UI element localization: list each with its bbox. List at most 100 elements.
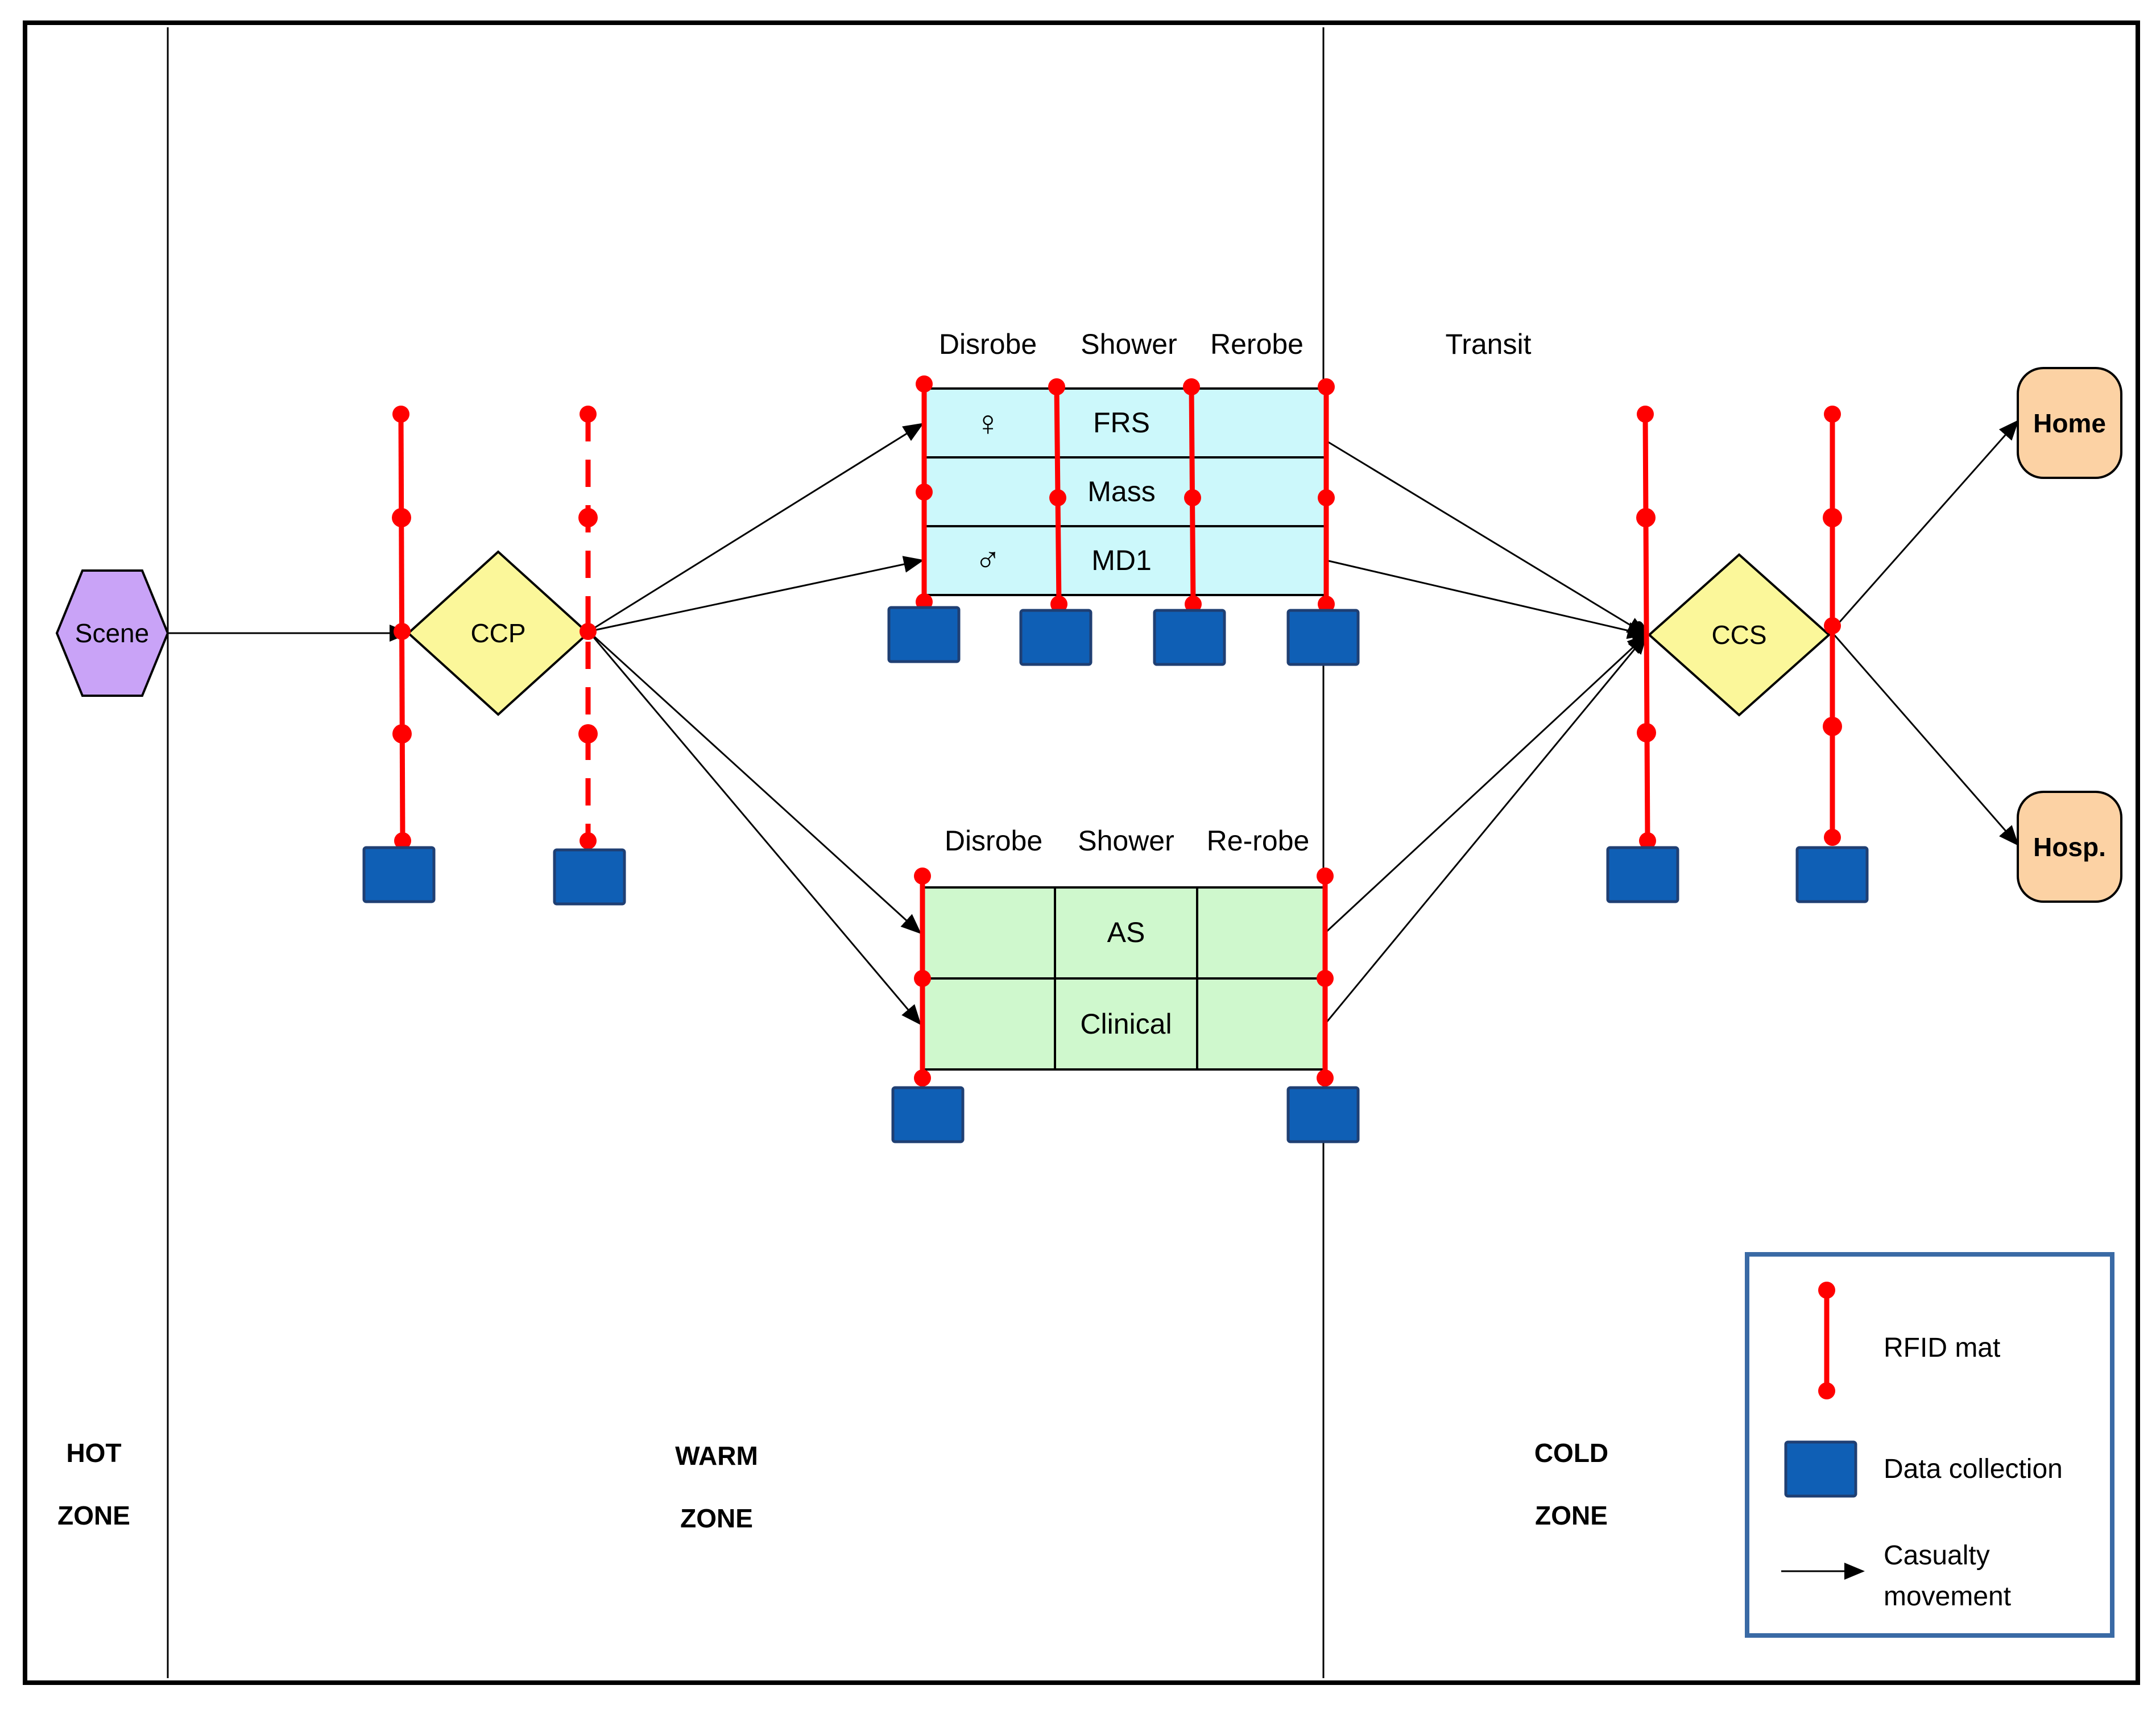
rfid-node: [916, 484, 933, 501]
upper-col-disrobe: Disrobe: [939, 328, 1037, 360]
row-as: AS: [1107, 916, 1145, 948]
arrow-convergence-dot: [1632, 621, 1646, 649]
rfid-node: [1185, 596, 1202, 613]
rfid-node: [1636, 508, 1656, 527]
rfid-node: [394, 623, 411, 640]
legend-data-collection-symbol: [1784, 1440, 1857, 1498]
scene-label: Scene: [75, 618, 149, 648]
upper-col-shower: Shower: [1081, 328, 1177, 360]
female-symbol: ♀: [975, 404, 1002, 443]
rfid-node: [1637, 723, 1656, 742]
rfid-node: [580, 406, 597, 423]
rfid-node: [1824, 829, 1841, 846]
ccp-label: CCP: [470, 618, 525, 648]
arrow-ccs-to-home: [1830, 419, 2019, 632]
rfid-node: [1048, 378, 1065, 395]
legend-casualty-movement-label-line1: Casualty: [1884, 1540, 1990, 1571]
rfid-node: [1824, 617, 1841, 634]
lower-col-shower: Shower: [1078, 825, 1174, 857]
data-collection-box: [362, 846, 436, 903]
rfid-node: [914, 1069, 931, 1087]
male-symbol: ♂: [975, 540, 1002, 580]
legend-rfid-mat-label: RFID mat: [1884, 1333, 2000, 1363]
data-collection-points: [362, 606, 1869, 1143]
data-collection-box: [1795, 846, 1869, 903]
rfid-node: [392, 406, 409, 423]
rfid-node: [392, 508, 411, 527]
home-label: Home: [2033, 408, 2106, 438]
rfid-node: [1824, 406, 1841, 423]
arrow-ccp-to-md1: [588, 556, 924, 633]
rfid-node: [1318, 596, 1335, 613]
hosp-node: [2017, 791, 2122, 903]
rfid-node: [578, 724, 598, 744]
row-clinical: Clinical: [1080, 1008, 1172, 1040]
legend-rfid-node: [1818, 1282, 1835, 1299]
row-frs: FRS: [1093, 407, 1150, 439]
rfid-node: [1184, 489, 1201, 506]
casualty-movement-arrows: [168, 419, 2019, 1026]
scene-hexagon: [55, 569, 169, 697]
warm-zone-label-line1: WARM: [675, 1441, 758, 1471]
data-collection-box: [887, 606, 961, 663]
rfid-node: [1183, 378, 1200, 395]
arrow-clinical-to-ccs: [1324, 633, 1648, 1025]
warm-zone-label-line2: ZONE: [680, 1504, 753, 1533]
data-collection-box: [1153, 609, 1226, 666]
upper-unit-box: [923, 387, 1327, 596]
arrow-as-to-ccs: [1324, 633, 1648, 934]
arrow-md1-to-ccs: [1326, 559, 1648, 639]
ccs-diamond: [1647, 553, 1831, 717]
data-collection-box: [891, 1086, 965, 1143]
rfid-node: [1049, 489, 1066, 506]
arrow-ccp-to-clinical: [587, 631, 921, 1026]
arrow-ccs-to-hosp: [1830, 631, 2019, 846]
row-md1: MD1: [1091, 544, 1152, 576]
hot-zone-label-line1: HOT: [66, 1438, 121, 1468]
hosp-label: Hosp.: [2033, 832, 2106, 862]
data-collection-box: [553, 848, 626, 906]
rfid-node: [1637, 406, 1654, 423]
rfid-node: [392, 724, 412, 744]
rfid-node: [1639, 832, 1656, 849]
data-collection-box: [1286, 1086, 1360, 1143]
rfid-node: [394, 832, 411, 849]
lower-col-rerobe: Re-robe: [1207, 825, 1310, 857]
rfid-node: [1318, 489, 1335, 506]
home-node: [2017, 367, 2122, 479]
rfid-mat-nodes: [392, 375, 1842, 1087]
rfid-node: [914, 970, 931, 987]
row-mass: Mass: [1087, 476, 1155, 507]
arrow-ccp-to-frs: [588, 423, 924, 633]
cold-zone-label-line2: ZONE: [1535, 1501, 1608, 1530]
legend-data-collection-label: Data collection: [1884, 1454, 2063, 1484]
rfid-node: [1050, 596, 1067, 613]
lower-col-disrobe: Disrobe: [945, 825, 1042, 857]
upper-col-rerobe: Rerobe: [1210, 328, 1303, 360]
data-collection-box: [1019, 609, 1093, 666]
legend-casualty-movement-label-line2: movement: [1884, 1581, 2011, 1612]
rfid-node: [1823, 717, 1842, 736]
rfid-mat-ccs-entry: [1642, 414, 1650, 841]
rfid-node: [1317, 868, 1334, 885]
cold-zone-label-line1: COLD: [1534, 1438, 1608, 1468]
ccp-diamond: [407, 550, 590, 716]
arrow-ccp-to-as: [587, 630, 922, 935]
rfid-node: [580, 832, 597, 849]
legend-rfid-node: [1818, 1382, 1835, 1399]
transit-label: Transit: [1446, 328, 1532, 360]
rfid-node: [914, 868, 931, 885]
rfid-node: [1317, 970, 1334, 987]
arrow-frs-to-ccs: [1326, 440, 1648, 636]
data-collection-box: [1286, 609, 1360, 666]
rfid-node: [1823, 508, 1842, 527]
rfid-node: [580, 623, 597, 640]
hot-zone-label-line2: ZONE: [57, 1501, 130, 1530]
data-collection-box: [1606, 846, 1679, 903]
rfid-node: [1317, 1069, 1334, 1087]
rfid-node: [916, 375, 933, 393]
ccs-label: CCS: [1711, 620, 1766, 650]
rfid-node: [1318, 378, 1335, 395]
rfid-node: [578, 508, 598, 527]
